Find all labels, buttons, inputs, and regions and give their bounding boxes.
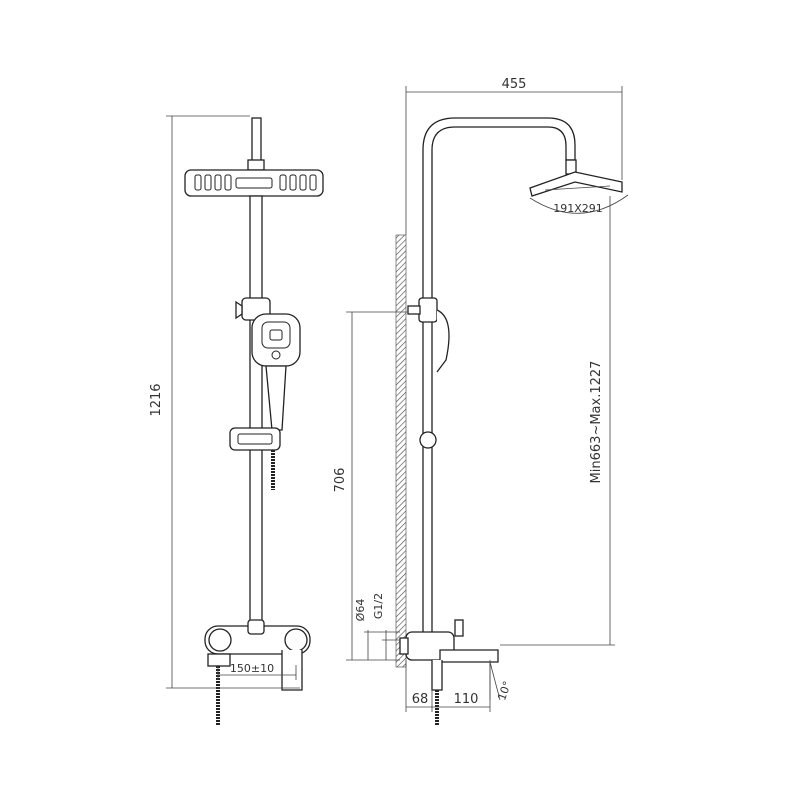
side-mixer	[399, 619, 499, 691]
dim-head-size: 191X291	[529, 194, 629, 215]
side-upper-holder	[407, 297, 450, 373]
front-view: 1216 150±10	[149, 115, 324, 725]
front-hand-shower	[251, 313, 301, 431]
side-rain-shower-head	[529, 171, 623, 197]
dim-bottom-offsets: 68 110	[405, 660, 491, 712]
front-rain-shower-head	[184, 169, 324, 197]
dim-spout-length-label: 110	[454, 692, 479, 707]
dim-total-height: 1216	[149, 115, 300, 689]
side-slider-knob	[419, 431, 437, 449]
dim-total-height-label: 1216	[149, 383, 164, 416]
dim-thread: G1/2	[372, 593, 400, 660]
front-mixer-valve	[204, 619, 311, 691]
dim-total-width-label: 455	[502, 77, 527, 92]
dim-total-width: 455	[405, 77, 623, 235]
dim-thread-label: G1/2	[372, 593, 385, 619]
dim-pipe-diameter-label: Ø64	[354, 599, 367, 622]
side-view: 191X291 455 Mi	[333, 77, 629, 725]
dim-slide-bar-height: 706	[333, 311, 408, 661]
side-riser-elbow-pipe	[422, 117, 576, 641]
front-head-connector	[247, 159, 265, 171]
dim-adjustable-range-label: Min663~Max.1227	[589, 361, 604, 484]
wall-hatch	[395, 234, 407, 668]
dim-center-distance-label: 150±10	[230, 662, 274, 675]
front-riser-pipe	[249, 195, 263, 627]
dim-spout-angle: 10°	[489, 661, 514, 702]
dim-pipe-diameter: Ø64	[354, 599, 400, 660]
front-top-pipe	[251, 117, 262, 164]
dim-wall-offset-label: 68	[412, 692, 429, 707]
dim-head-size-label: 191X291	[553, 202, 603, 215]
dim-adjustable-range: Min663~Max.1227	[500, 196, 615, 646]
dim-center-distance: 150±10	[217, 662, 297, 680]
dim-slide-bar-height-label: 706	[333, 468, 348, 493]
front-slider	[229, 427, 281, 451]
dim-spout-angle-label: 10°	[495, 679, 514, 702]
